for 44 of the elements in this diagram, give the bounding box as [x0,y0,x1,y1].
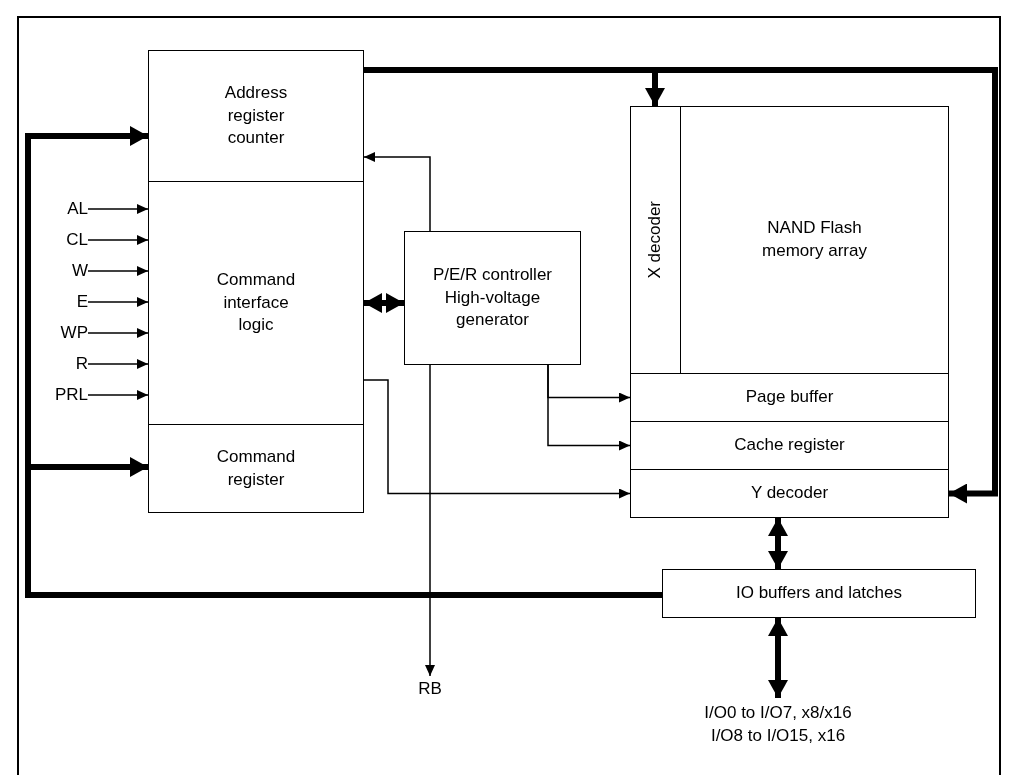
box-label: P/E/R controller High-voltage generator [431,263,553,332]
register-box [148,424,364,513]
signal-label: E [76,290,88,313]
signal-arrow [547,364,631,451]
signal-label: AL [67,197,88,220]
box-label: Cache register [734,434,845,457]
box-label: Address register counter [223,81,289,150]
signal-label: CL [66,228,88,251]
pin-label: RB [418,677,442,700]
signal-arrow [425,364,435,677]
signal-arrow [363,379,631,499]
box-label: Page buffer [745,386,834,409]
controller-box [404,231,581,365]
pin-label: I/O8 to I/O15, x16 [710,725,846,747]
bus-arrow [768,518,788,569]
signal-arrow [87,359,149,369]
pin-label: I/O0 to I/O7, x8/x16 [704,702,852,725]
register-box [148,50,364,182]
logic-box [148,181,364,425]
bus-arrow [768,618,788,698]
buffer-box [662,569,976,618]
signal-arrow [363,152,431,232]
box-label: X decoder [644,201,666,279]
register-box [630,421,949,470]
signal-label: PRL [54,383,88,406]
bus-arrow [364,293,404,313]
decoder-box [630,106,681,374]
box-label: Y decoder [750,482,829,505]
memory-array-box [680,106,949,374]
signal-arrow [87,328,149,338]
signal-label: W [71,259,88,282]
signal-arrow [87,390,149,400]
signal-label: R [75,352,88,375]
signal-label: WP [60,321,88,344]
signal-arrow [87,204,149,214]
signal-arrow [87,266,149,276]
box-label: IO buffers and latches [736,582,902,605]
box-label: NAND Flash memory array [761,217,868,262]
signal-arrow [87,297,149,307]
decoder-box [630,469,949,518]
box-label: Command interface logic [215,268,297,337]
signal-arrow [87,235,149,245]
box-label: Command register [215,445,297,491]
buffer-box [630,373,949,422]
